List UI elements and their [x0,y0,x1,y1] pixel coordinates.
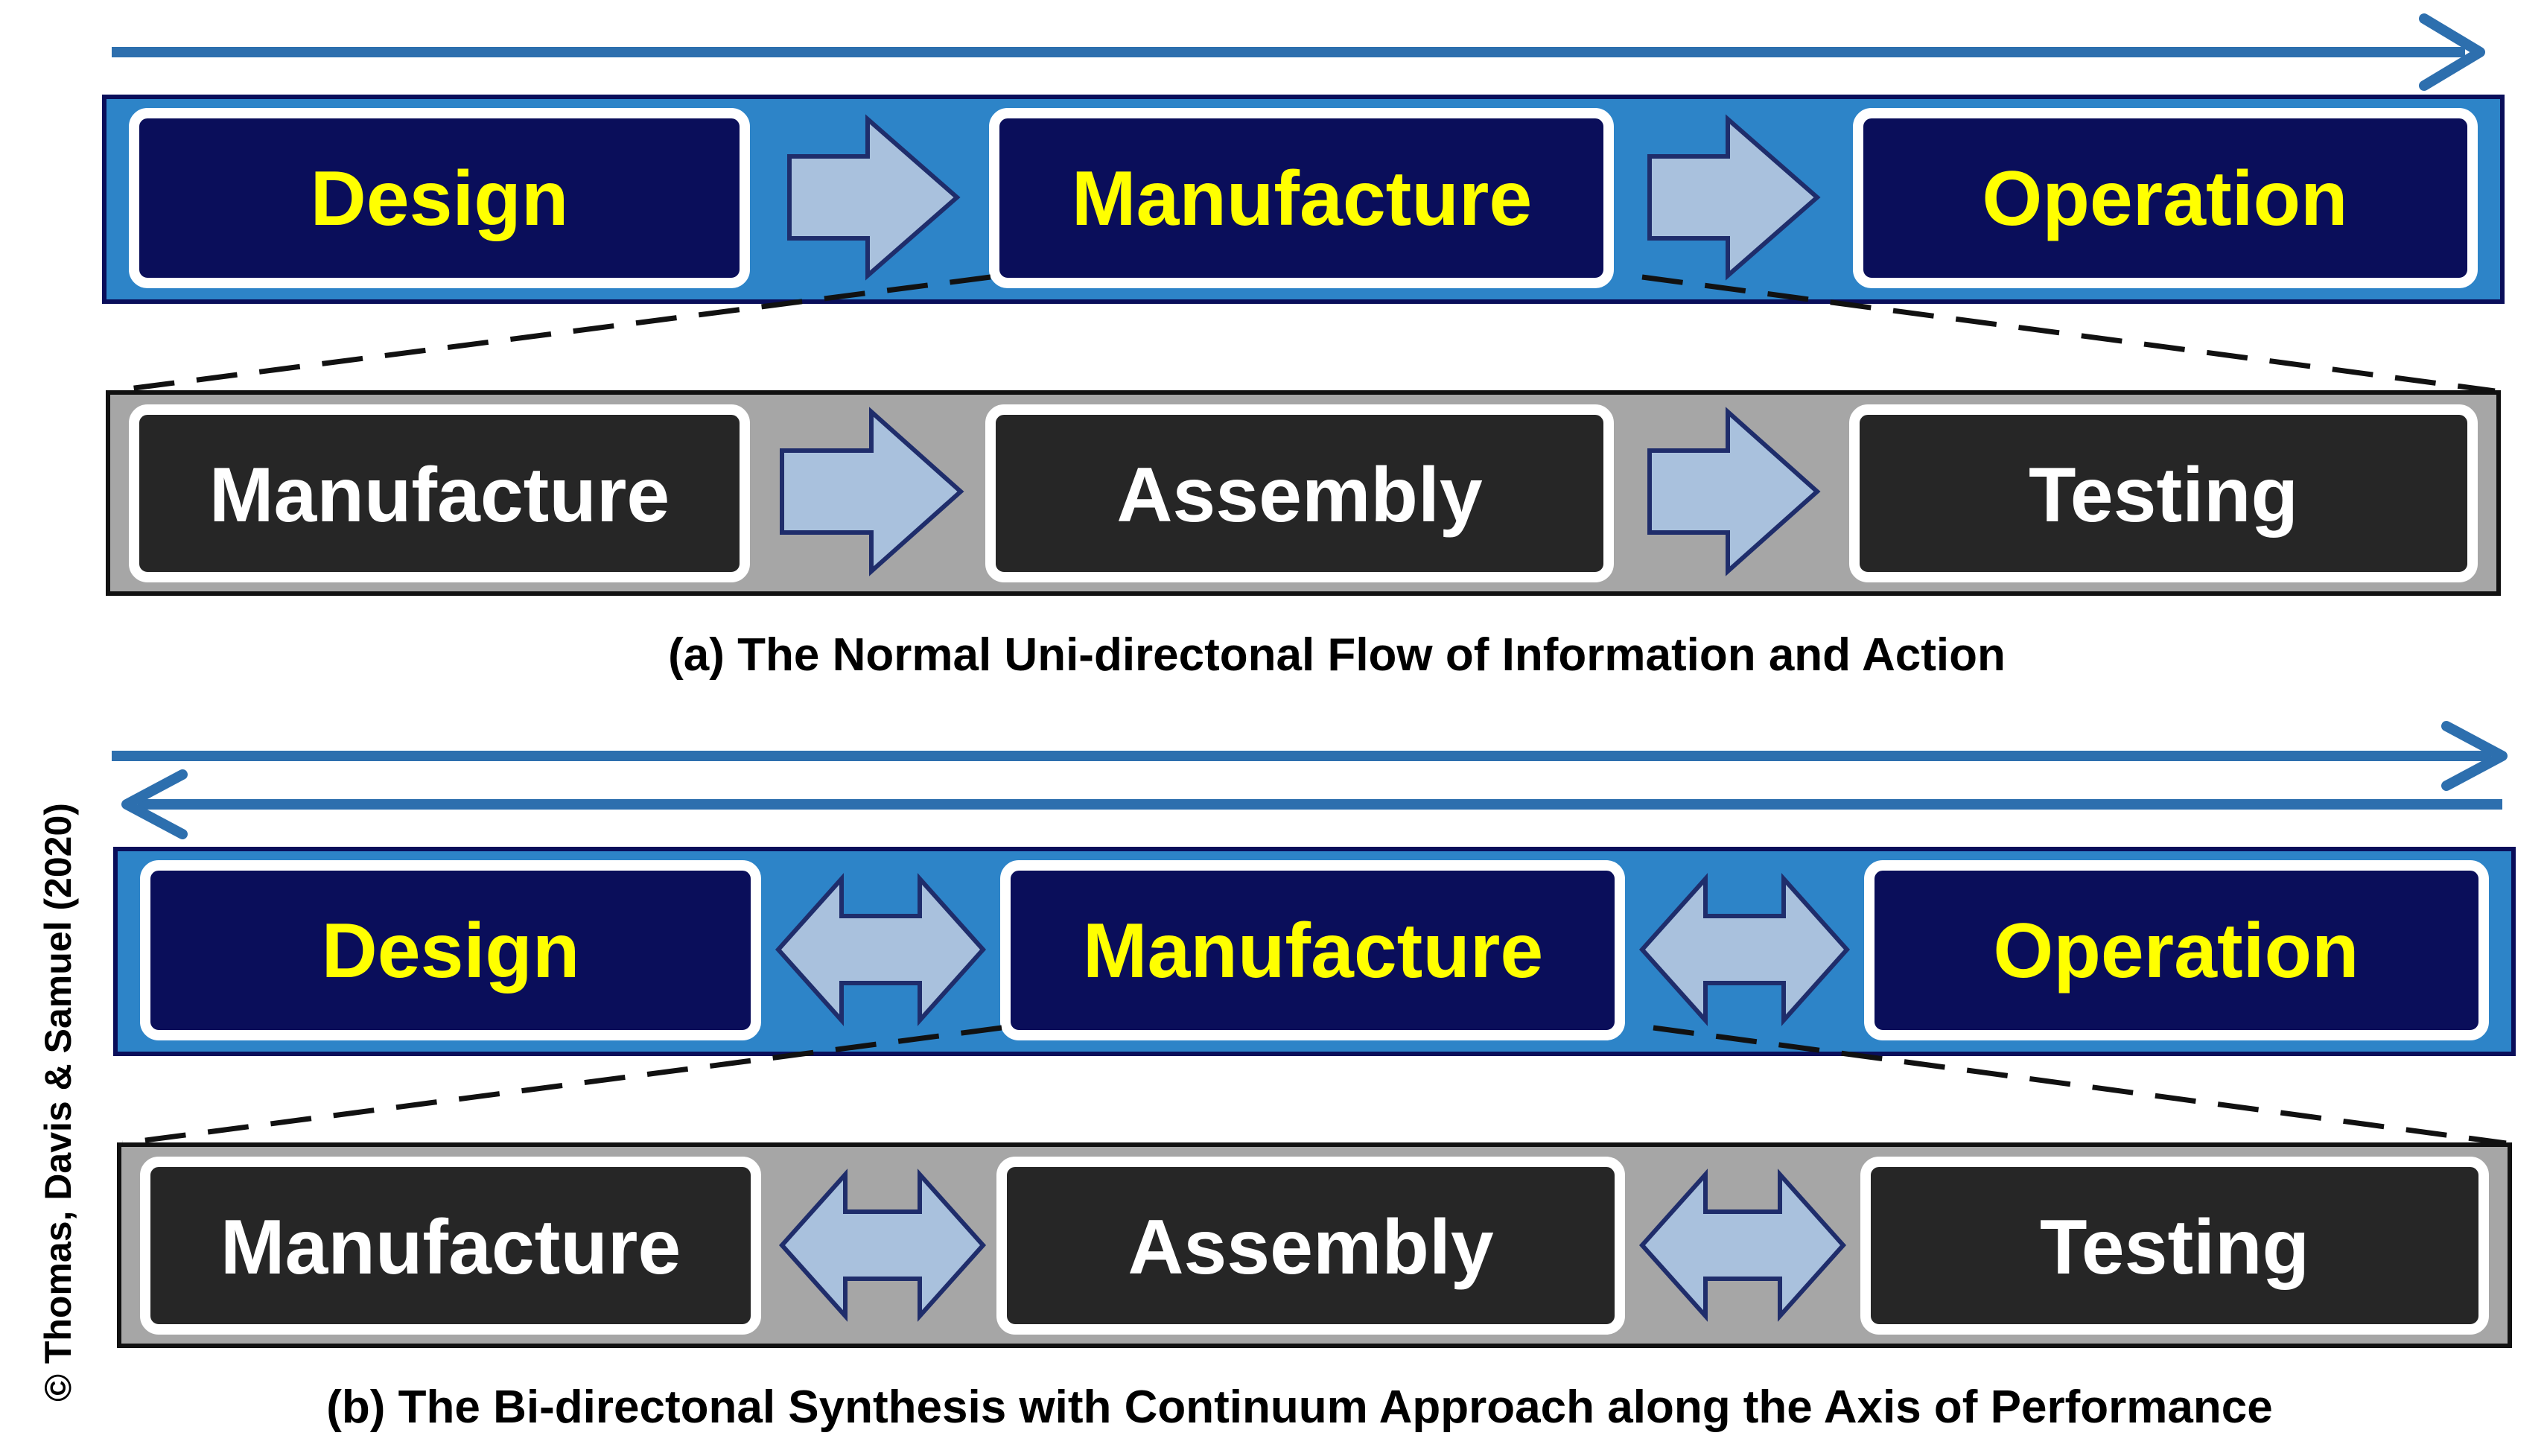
assembly-label: Assembly [1116,452,1483,538]
zoom-lines-b [122,1025,2507,1146]
design-label: Design [311,156,569,242]
zoom-lines-a [111,274,2496,394]
bottom-box-testing-b: Testing [1860,1157,2489,1335]
manufacture-label: Manufacture [220,1204,681,1291]
top-box-design-b: Design [140,860,761,1040]
manufacture-label: Manufacture [1072,156,1532,242]
caption-a: (a) The Normal Uni-directonal Flow of In… [668,629,2006,681]
bottom-box-manufacture-b: Manufacture [140,1157,761,1335]
manufacture-label: Manufacture [209,452,670,538]
assembly-label: Assembly [1128,1204,1494,1291]
right-arrow-icon [787,114,961,281]
panel-b: Design Manufacture Operation Manufacture [112,721,2516,1433]
manufacture-label: Manufacture [1083,908,1543,994]
double-arrow-icon [778,1169,987,1322]
bottom-box-assembly-b: Assembly [996,1157,1625,1335]
operation-label: Operation [1993,908,2359,994]
double-arrow-icon [1638,873,1851,1026]
axis-arrow-backward-b [121,769,2502,839]
right-arrow-icon [1647,407,1821,576]
right-arrow-icon [780,407,964,576]
bottom-box-manufacture-a: Manufacture [129,404,750,582]
panel-a: Design Manufacture Operation Manufacture [102,13,2505,681]
double-arrow-icon [1638,1169,1847,1322]
double-arrow-icon [775,873,987,1026]
right-arrow-icon [1647,114,1821,281]
operation-label: Operation [1982,156,2347,242]
caption-b: (b) The Bi-directonal Synthesis with Con… [326,1382,2272,1433]
design-label: Design [322,908,580,994]
top-box-operation-b: Operation [1864,860,2489,1040]
top-box-manufacture-b: Manufacture [1000,860,1625,1040]
top-box-manufacture-a: Manufacture [989,108,1614,288]
bottom-box-assembly-a: Assembly [985,404,1614,582]
top-box-design-a: Design [129,108,750,288]
bottom-box-testing-a: Testing [1849,404,2478,582]
axis-arrow-forward-a [112,13,2485,91]
testing-label: Testing [2029,452,2298,538]
axis-arrow-forward-b [112,721,2508,791]
testing-label: Testing [2040,1204,2309,1291]
copyright-notice: © Thomas, Davis & Samuel (2020) [37,803,79,1402]
top-box-operation-a: Operation [1853,108,2478,288]
